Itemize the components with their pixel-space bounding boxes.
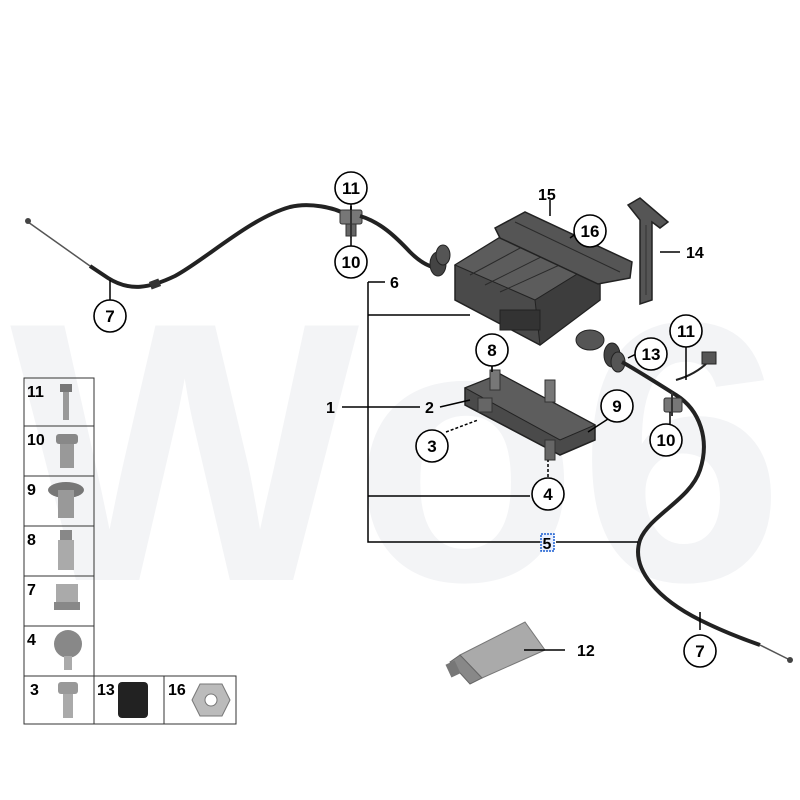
parts-legend	[23, 377, 237, 725]
cable-grommet-left	[429, 244, 451, 277]
callout-16-label: 16	[581, 222, 600, 241]
callout-9-label: 9	[612, 397, 621, 416]
legend-row-9: 9	[27, 482, 84, 518]
legend-label-9: 9	[27, 482, 36, 499]
legend-cell-16: 16	[168, 682, 231, 717]
callout-8: 8	[475, 333, 509, 367]
callout-7-left: 7	[93, 299, 127, 333]
legend-label-3: 3	[30, 682, 39, 699]
callout-12-label: 12	[577, 643, 595, 660]
callout-10-right: 10	[649, 423, 683, 457]
legend-row-4: 4	[27, 630, 82, 670]
callout-11-right: 11	[669, 314, 703, 348]
callout-1-label: 1	[326, 400, 335, 417]
legend-label-13: 13	[97, 682, 115, 699]
release-lever	[626, 197, 670, 306]
callout-7-right: 7	[683, 634, 717, 668]
parking-brake-cable-left	[25, 203, 347, 290]
callout-10-right-label: 10	[657, 431, 676, 450]
callout-9: 9	[600, 389, 634, 423]
callout-15-label: 15	[538, 187, 556, 204]
callout-8-label: 8	[487, 341, 496, 360]
callout-11-right-label: 11	[677, 322, 695, 341]
callout-11-top: 11	[334, 171, 368, 205]
cable-grommet-right	[603, 342, 626, 373]
callout-13: 13	[634, 337, 668, 371]
legend-cell-3: 3	[30, 682, 78, 718]
legend-row-8: 8	[27, 530, 74, 570]
legend-row-11: 11	[27, 384, 72, 420]
legend-row-10: 10	[27, 432, 78, 468]
callout-7-left-label: 7	[105, 307, 114, 326]
callout-10-top-label: 10	[342, 253, 361, 272]
legend-label-11: 11	[27, 384, 44, 401]
cable-clip-right	[663, 392, 683, 416]
callout-6-label: 6	[390, 275, 399, 292]
legend-cell-13: 13	[97, 682, 148, 718]
callout-3: 3	[415, 429, 449, 463]
cable-clip-top	[339, 206, 363, 238]
sensor-connector	[675, 351, 717, 381]
callout-2-label: 2	[425, 400, 434, 417]
callout-5-label: 5	[543, 536, 552, 553]
callout-14-label: 14	[686, 245, 704, 262]
callout-7-right-label: 7	[695, 642, 704, 661]
actuator-cover	[494, 211, 633, 285]
grease-tube	[445, 621, 546, 685]
legend-label-4: 4	[27, 632, 36, 649]
parking-brake-cable-right	[621, 360, 761, 647]
legend-row-7: 7	[27, 582, 80, 610]
callout-4-label: 4	[543, 485, 553, 504]
callout-11-top-label: 11	[342, 179, 360, 198]
legend-label-8: 8	[27, 532, 36, 549]
legend-label-7: 7	[27, 582, 36, 599]
callout-4: 4	[531, 477, 565, 511]
callout-13-label: 13	[642, 345, 661, 364]
cable-segment-top	[359, 214, 441, 270]
leader-lines	[109, 200, 701, 651]
legend-label-10: 10	[27, 432, 45, 449]
callout-16: 16	[573, 214, 607, 248]
callout-3-label: 3	[427, 437, 436, 456]
callout-10-top: 10	[334, 245, 368, 279]
legend-label-16: 16	[168, 682, 186, 699]
callout-5: 5	[540, 533, 555, 553]
mounting-bracket	[463, 350, 597, 461]
